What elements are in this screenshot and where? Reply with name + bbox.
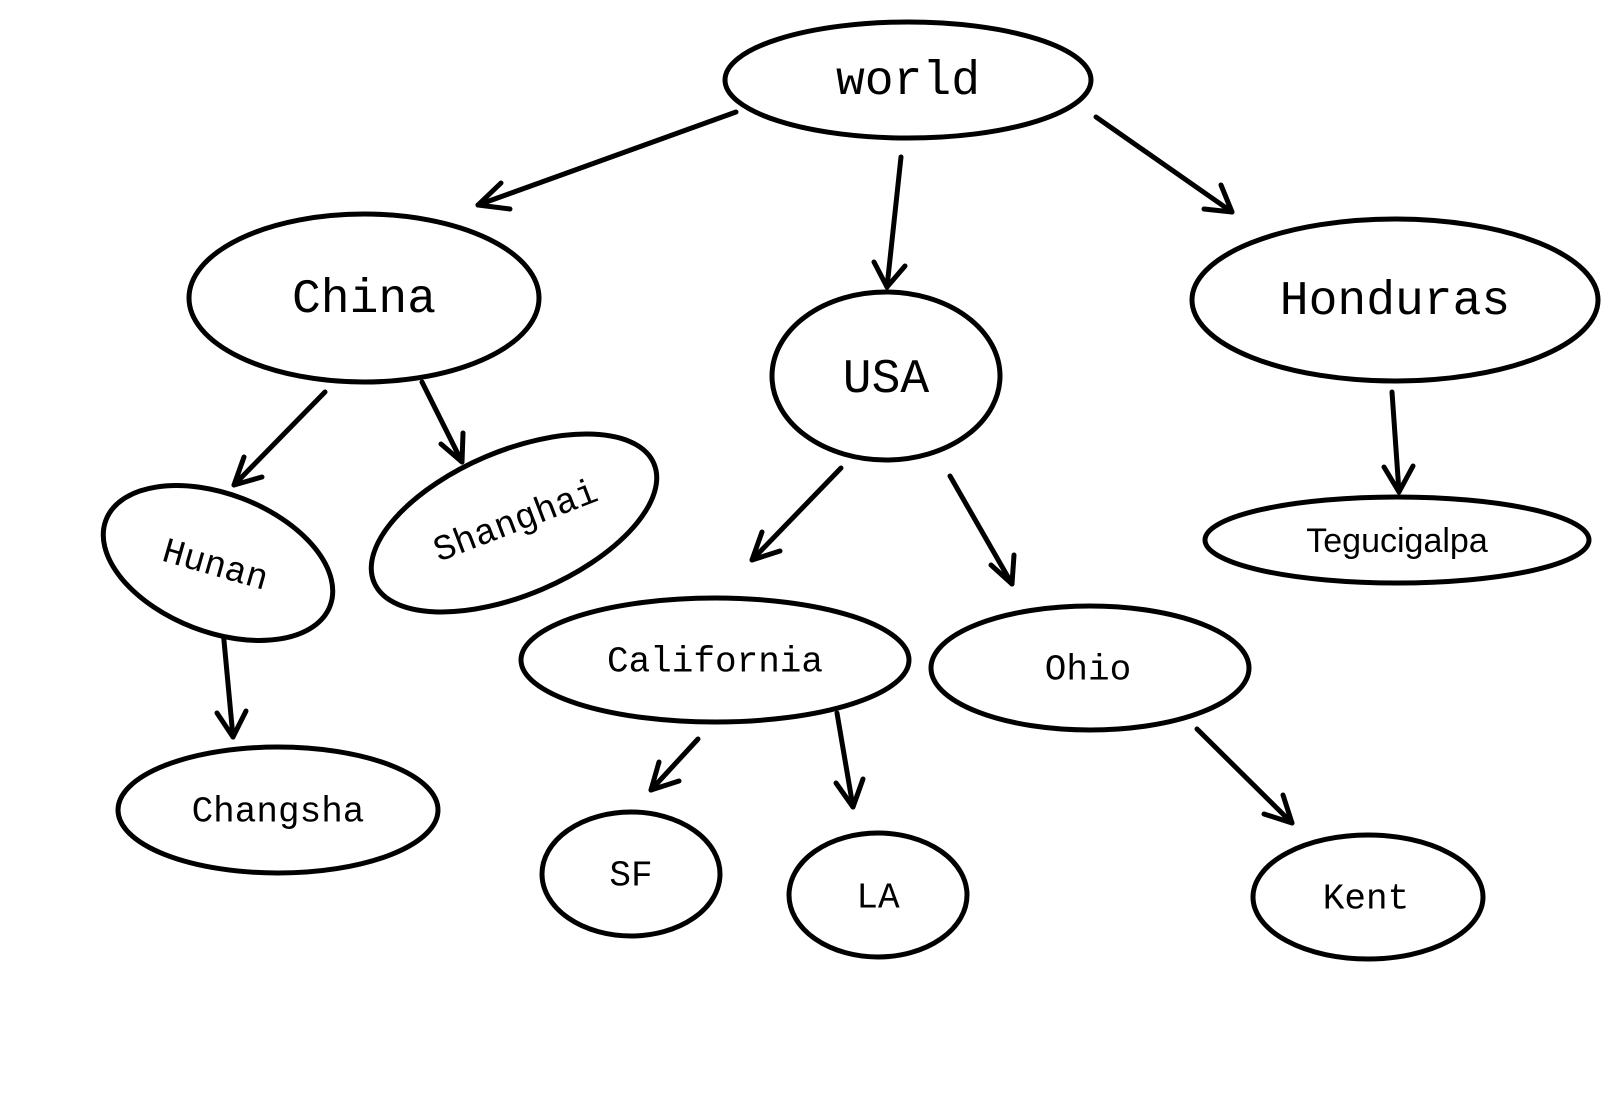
node-usa: USA	[769, 289, 1003, 463]
node-la: LA	[786, 830, 970, 960]
node-label-changsha: Changsha	[192, 792, 365, 833]
node-label-la: LA	[856, 878, 900, 919]
node-label-kent: Kent	[1323, 879, 1409, 920]
node-tegucigalpa: Tegucigalpa	[1202, 494, 1592, 586]
edges	[214, 109, 1416, 826]
edge-ohio-kent	[1194, 726, 1295, 826]
node-label-tegucigalpa: Tegucigalpa	[1306, 522, 1488, 560]
edge-world-usa	[871, 154, 908, 290]
edge-china-hunan	[231, 389, 328, 488]
node-kent: Kent	[1250, 832, 1486, 962]
node-china: China	[186, 211, 542, 385]
node-hunan: Hunan	[100, 483, 336, 643]
node-label-sf: SF	[609, 856, 652, 897]
node-changsha: Changsha	[115, 744, 441, 876]
edge-world-honduras	[1093, 114, 1235, 215]
node-label-usa: USA	[843, 353, 930, 407]
nodes: world China USA Honduras Hunan Shanghai …	[100, 19, 1601, 962]
edge-california-sf	[648, 736, 701, 793]
edge-usa-california	[749, 465, 844, 563]
edge-china-shanghai	[419, 379, 466, 465]
edge-world-china	[475, 109, 739, 212]
node-sf: SF	[539, 809, 723, 939]
node-shanghai: Shanghai	[368, 431, 660, 615]
node-honduras: Honduras	[1189, 216, 1601, 384]
node-label-ohio: Ohio	[1045, 650, 1131, 691]
node-label-california: California	[607, 642, 823, 683]
node-label-honduras: Honduras	[1280, 275, 1510, 329]
edge-hunan-changsha	[214, 627, 249, 740]
edge-california-la	[833, 710, 866, 810]
node-ohio: Ohio	[928, 603, 1252, 733]
edge-honduras-tegucigalpa	[1381, 389, 1416, 495]
node-world: world	[722, 19, 1094, 141]
node-label-china: China	[292, 273, 436, 327]
node-california: California	[518, 595, 912, 725]
node-label-world: world	[836, 55, 980, 109]
edge-usa-ohio	[947, 473, 1017, 587]
